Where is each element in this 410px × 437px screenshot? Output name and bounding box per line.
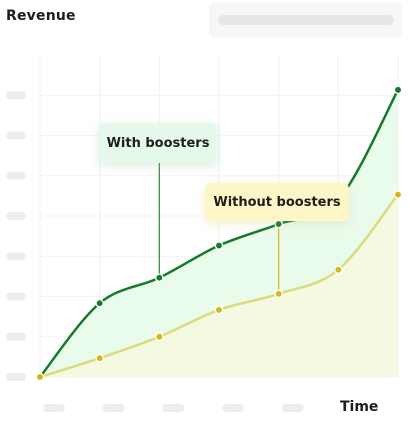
y-tick-label [6, 171, 26, 180]
annotation-without-boosters: Without boosters [205, 183, 349, 221]
y-tick-label [6, 373, 26, 381]
search-input[interactable] [209, 2, 402, 38]
y-tick-label [6, 91, 26, 100]
y-tick-label [6, 292, 26, 301]
point-with-boosters [214, 241, 224, 250]
chart-title: Revenue [6, 8, 76, 24]
y-tick-label [6, 252, 26, 261]
x-axis-label: Time [340, 399, 379, 415]
point-without-boosters [393, 190, 403, 199]
point-with-boosters [274, 219, 283, 229]
y-tick-label [6, 332, 26, 341]
point-with-boosters [155, 273, 164, 282]
area-without-boosters [40, 194, 398, 377]
x-tick-label [102, 404, 125, 412]
x-tick-label [281, 404, 304, 412]
point-with-boosters [95, 298, 104, 308]
x-tick-label [43, 404, 65, 412]
y-tick-label [6, 212, 26, 220]
search-placeholder-bar [218, 15, 394, 25]
y-tick-label [6, 131, 26, 140]
point-without-boosters [35, 372, 45, 382]
point-without-boosters [95, 353, 104, 363]
point-without-boosters [334, 265, 343, 274]
point-with-boosters [393, 85, 403, 95]
annotation-with-boosters: With boosters [99, 123, 217, 163]
x-tick-label [222, 404, 244, 412]
point-without-boosters [214, 305, 224, 315]
x-tick-label [162, 404, 185, 412]
point-without-boosters [155, 332, 164, 341]
point-without-boosters [274, 289, 283, 299]
